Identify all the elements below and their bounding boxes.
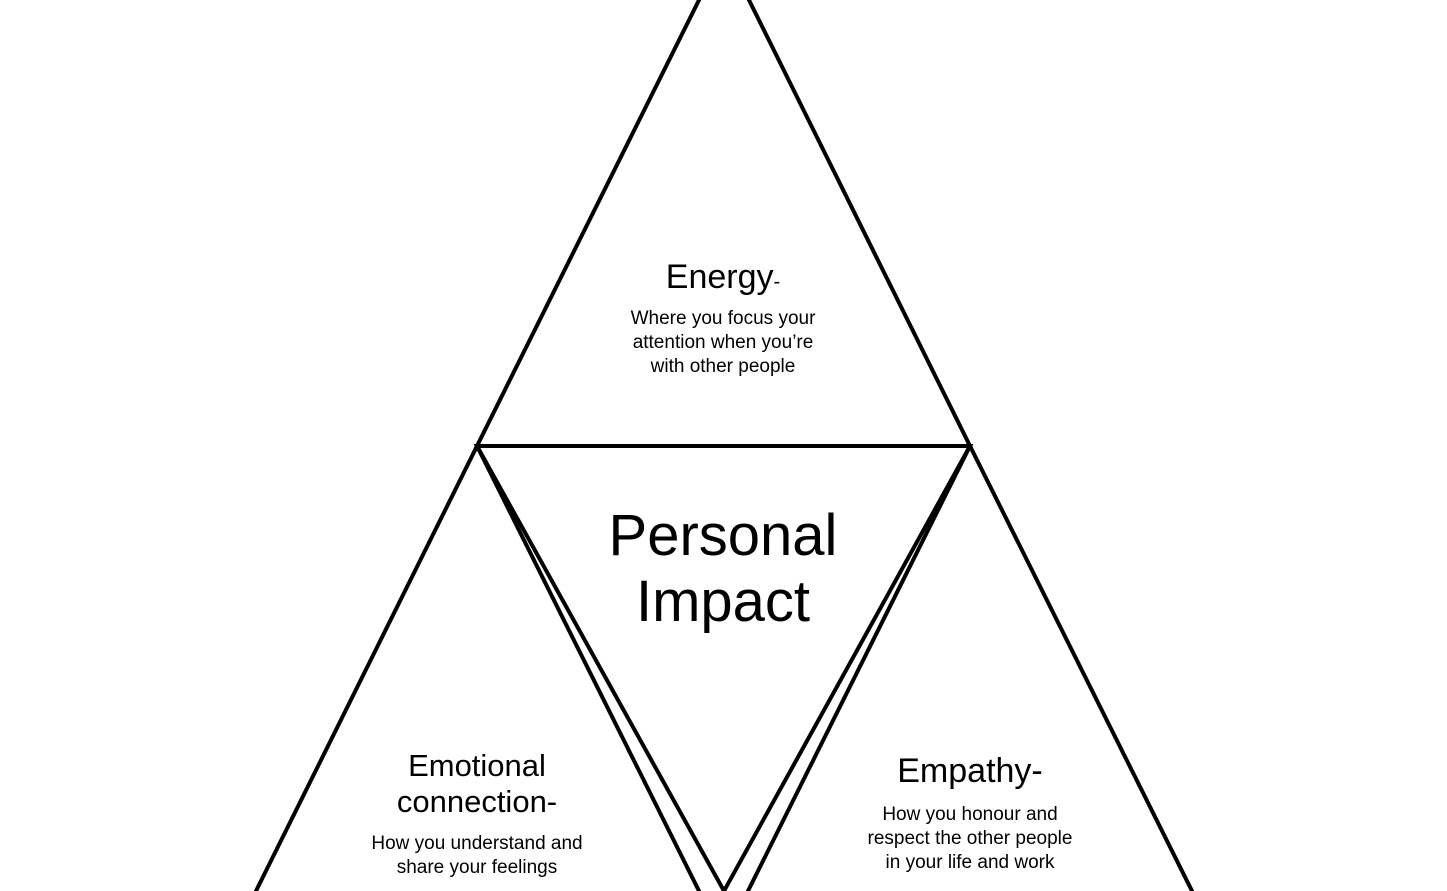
- empathy-description-line: How you honour and: [882, 804, 1058, 826]
- energy-triangle: [473, 0, 974, 448]
- personal-impact-triangle: [473, 444, 974, 891]
- emotional-triangle-left-edge: [253, 445, 479, 891]
- emotional-connection-title-line: Emotional: [408, 748, 546, 783]
- empathy-triangle-right-edge: [968, 445, 1195, 891]
- emotional-triangle-right-edge: [475, 445, 702, 891]
- personal-impact-section: Personal Impact: [563, 503, 883, 635]
- personal-impact-title-line: Personal: [608, 503, 838, 568]
- energy-description: Where you focus your attention when you’…: [608, 307, 838, 379]
- energy-title-dash: -: [773, 271, 781, 293]
- energy-title: Energy-: [665, 258, 781, 296]
- empathy-section: Empathy- How you honour and respect the …: [845, 752, 1095, 875]
- personal-impact-title-line: Impact: [635, 569, 811, 634]
- emotional-connection-section: Emotional connection- How you understand…: [347, 748, 607, 880]
- emotional-description-line: share your feelings: [396, 857, 558, 878]
- empathy-triangle-left-edge: [745, 445, 972, 891]
- empathy-title: Empathy-: [897, 752, 1043, 790]
- energy-description-line: with other people: [650, 356, 796, 378]
- energy-description-line: attention when you’re: [632, 332, 814, 354]
- emotional-connection-title-line: connection-: [396, 784, 558, 819]
- empathy-description: How you honour and respect the other peo…: [845, 803, 1095, 875]
- empathy-description-line: in your life and work: [885, 852, 1055, 874]
- energy-section: Energy- Where you focus your attention w…: [608, 258, 838, 379]
- empathy-description-line: respect the other people: [867, 828, 1073, 850]
- emotional-connection-description: How you understand and share your feelin…: [347, 832, 607, 880]
- energy-description-line: Where you focus your: [630, 308, 816, 330]
- emotional-description-line: How you understand and: [371, 833, 583, 854]
